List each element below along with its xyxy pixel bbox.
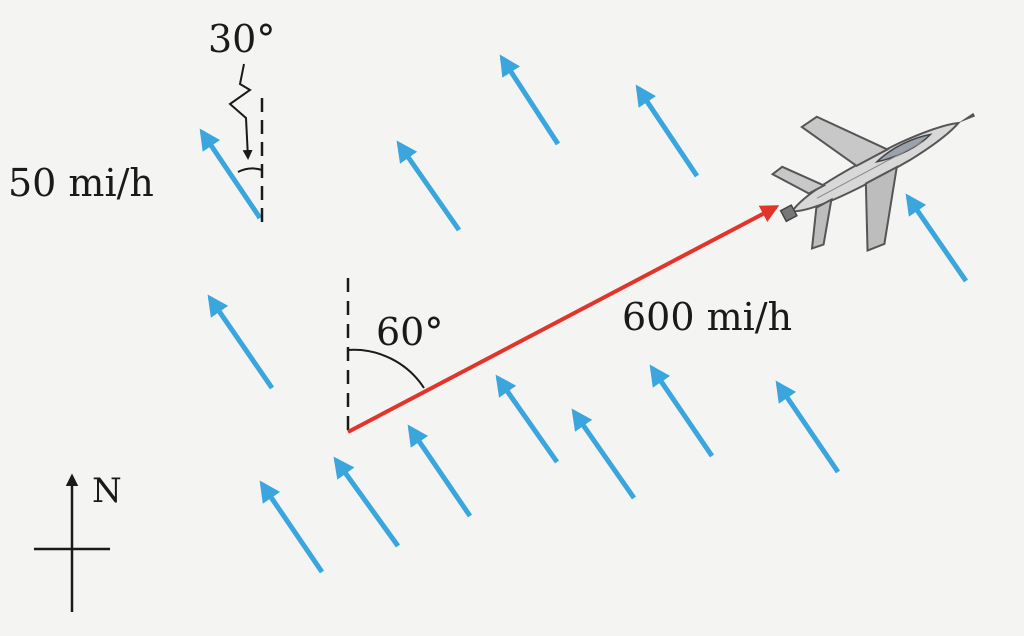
wind-arrow [649,364,715,458]
jet-airplane-icon [770,112,976,253]
wind-arrow [396,140,462,232]
wind-angle-annotation: 30° [208,17,275,222]
wind-arrow [259,480,325,574]
wind-angle-label: 30° [208,17,275,61]
wind-angle-arc [237,167,263,173]
wind-arrow [407,424,473,518]
wind-arrow [333,456,401,548]
wind-arrow [905,193,969,283]
wind-arrow [635,84,700,178]
north-compass-icon: N [34,471,122,612]
plane-speed-label: 600 mi/h [622,295,792,339]
wind-arrow [495,374,560,464]
wind-arrow [199,128,263,220]
plane-angle-arc [347,348,425,389]
wind-arrow [571,408,637,500]
wind-arrow [207,294,275,390]
wind-arrow [499,54,561,146]
plane-heading-annotation: 60° [346,278,443,432]
wind-speed-label: 50 mi/h [8,161,154,205]
wind-arrows [199,54,969,574]
wind-angle-pointer [228,63,253,160]
north-label: N [92,471,122,511]
plane-angle-label: 60° [376,310,443,354]
wind-arrow [775,380,841,474]
plane-velocity-vector [347,205,780,434]
